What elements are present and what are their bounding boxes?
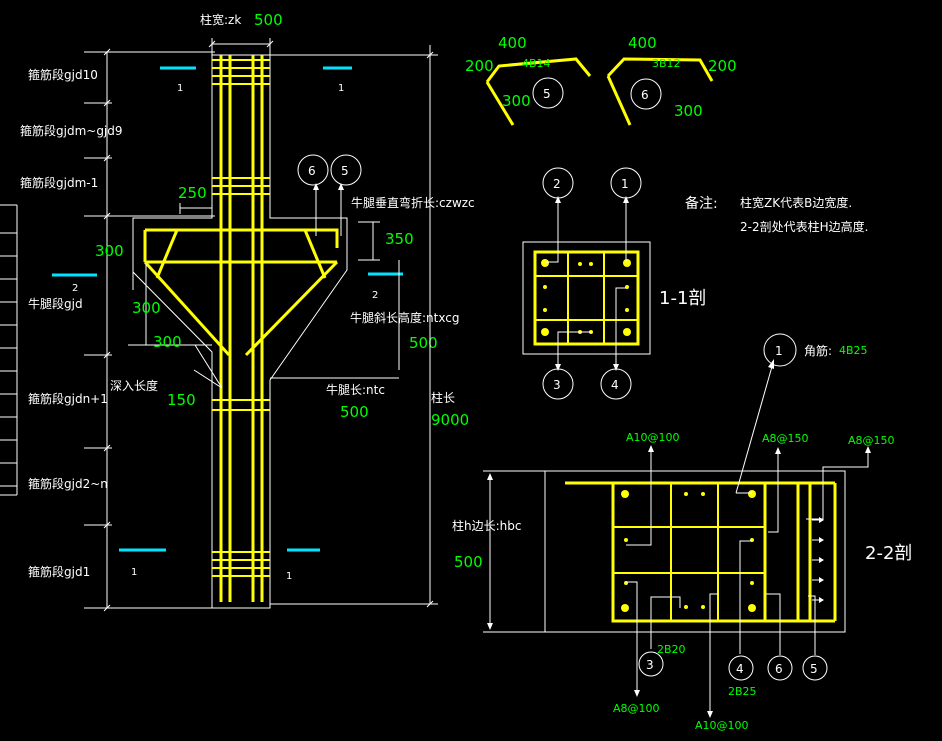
dim-150: 150 <box>167 391 196 409</box>
sec22-2b25: 2B25 <box>728 685 757 698</box>
callout-5-number: 5 <box>341 164 349 178</box>
dim-350: 350 <box>385 230 414 248</box>
sec22-hbc-value: 500 <box>454 553 483 571</box>
section-mark-1b: 1 <box>338 83 344 94</box>
sec22-a8-100: A8@100 <box>613 702 660 715</box>
callout-6-number: 6 <box>308 164 316 178</box>
left-dimension-chain <box>84 48 215 612</box>
label-gjd: 牛腿段gjd <box>28 296 83 311</box>
section-mark-1c: 1 <box>131 567 137 578</box>
bar6-dim-200: 200 <box>708 57 737 75</box>
section-1-1-title: 1-1剖 <box>659 288 706 309</box>
bar5-code: 4B14 <box>522 57 551 70</box>
sec11-callout-2: 2 <box>553 177 561 191</box>
sec11-callout-3: 3 <box>553 378 561 392</box>
section-mark-2b: 2 <box>372 290 378 301</box>
sec22-hbc-label: 柱h边长:hbc <box>452 518 521 533</box>
sec22-2b20: 2B20 <box>657 643 686 656</box>
column-width-label: 柱宽:zk <box>200 12 241 27</box>
label-gjd1: 箍筋段gjd1 <box>28 564 90 579</box>
sec11-callout-4: 4 <box>611 378 619 392</box>
bar5-number: 5 <box>543 87 551 101</box>
bar5-dim-400: 400 <box>498 34 527 52</box>
dim-300c: 300 <box>153 333 182 351</box>
label-gjdm-gjd9: 箍筋段gjdm~gjd9 <box>20 123 123 138</box>
bar5-dim-200: 200 <box>465 57 494 75</box>
column-rebar <box>143 55 339 602</box>
section-marks <box>52 66 403 552</box>
sec22-a10-100-bot: A10@100 <box>695 719 749 732</box>
section-mark-1d: 1 <box>286 571 292 582</box>
column-width-value: 500 <box>254 11 283 29</box>
dim-9000: 9000 <box>431 411 469 429</box>
stirrup-arrow-icon <box>819 577 824 583</box>
section-1-1 <box>522 167 651 400</box>
dim-500b: 500 <box>340 403 369 421</box>
bent-bar-6 <box>606 57 714 126</box>
label-gjd2-n: 箍筋段gjd2~n <box>28 476 108 491</box>
sec22-corner-number: 1 <box>775 344 783 358</box>
column-width-dimension <box>208 38 274 55</box>
bar6-code: 3B12 <box>652 57 681 70</box>
sec22-callout-5: 5 <box>810 662 818 676</box>
stirrup-arrow-icon <box>819 537 824 543</box>
sec22-callout-4: 4 <box>736 662 744 676</box>
bar6-dim-400: 400 <box>628 34 657 52</box>
sec22-a8-150-a: A8@150 <box>762 432 809 445</box>
bent-bar-5 <box>485 57 592 126</box>
notes-prefix: 备注: <box>685 195 718 212</box>
sec22-corner-code: 4B25 <box>839 344 868 357</box>
sec22-a10-100-top: A10@100 <box>626 431 680 444</box>
column-outline <box>132 54 348 609</box>
sec22-a8-150-b: A8@150 <box>848 434 895 447</box>
dim-250: 250 <box>178 184 207 202</box>
label-gjdn-1: 箍筋段gjdn+1 <box>28 391 108 406</box>
dim-300a: 300 <box>95 242 124 260</box>
sec22-callout-6: 6 <box>775 662 783 676</box>
column-length-dimension <box>270 45 438 608</box>
callout-6-5 <box>297 154 362 236</box>
sec11-callout-1: 1 <box>621 177 629 191</box>
corbel-length-label: 牛腿长:ntc <box>326 382 385 397</box>
section-mark-2a: 2 <box>72 283 78 294</box>
dim-300b: 300 <box>132 299 161 317</box>
bar6-number: 6 <box>641 88 649 102</box>
label-gjdm-1: 箍筋段gjdm-1 <box>20 175 98 190</box>
section-mark-1a: 1 <box>177 83 183 94</box>
sec22-callout-3: 3 <box>646 658 654 672</box>
left-table-fragment <box>0 204 18 496</box>
stirrup-arrow-icon <box>819 557 824 563</box>
notes-line1: 柱宽ZK代表B边宽度. <box>740 195 852 210</box>
label-gjd10: 箍筋段gjd10 <box>28 67 98 82</box>
sec22-corner-label: 角筋: <box>804 343 832 358</box>
dim-500a: 500 <box>409 334 438 352</box>
stirrup-arrow-icon <box>819 597 824 603</box>
embed-length-label: 深入长度 <box>110 378 158 393</box>
notes-line2: 2-2剖处代表柱H边高度. <box>740 219 868 234</box>
corbel-slant-height-label: 牛腿斜长高度:ntxcg <box>350 310 459 325</box>
corbel-dimensions <box>128 203 400 389</box>
corbel-vertical-bend-label: 牛腿垂直弯折长:czwzc <box>351 195 475 210</box>
bar6-dim-300: 300 <box>674 102 703 120</box>
section-2-2-title: 2-2剖 <box>865 543 912 564</box>
bar5-dim-300: 300 <box>502 92 531 110</box>
section-2-2 <box>483 333 871 718</box>
column-length-label: 柱长 <box>431 390 455 405</box>
